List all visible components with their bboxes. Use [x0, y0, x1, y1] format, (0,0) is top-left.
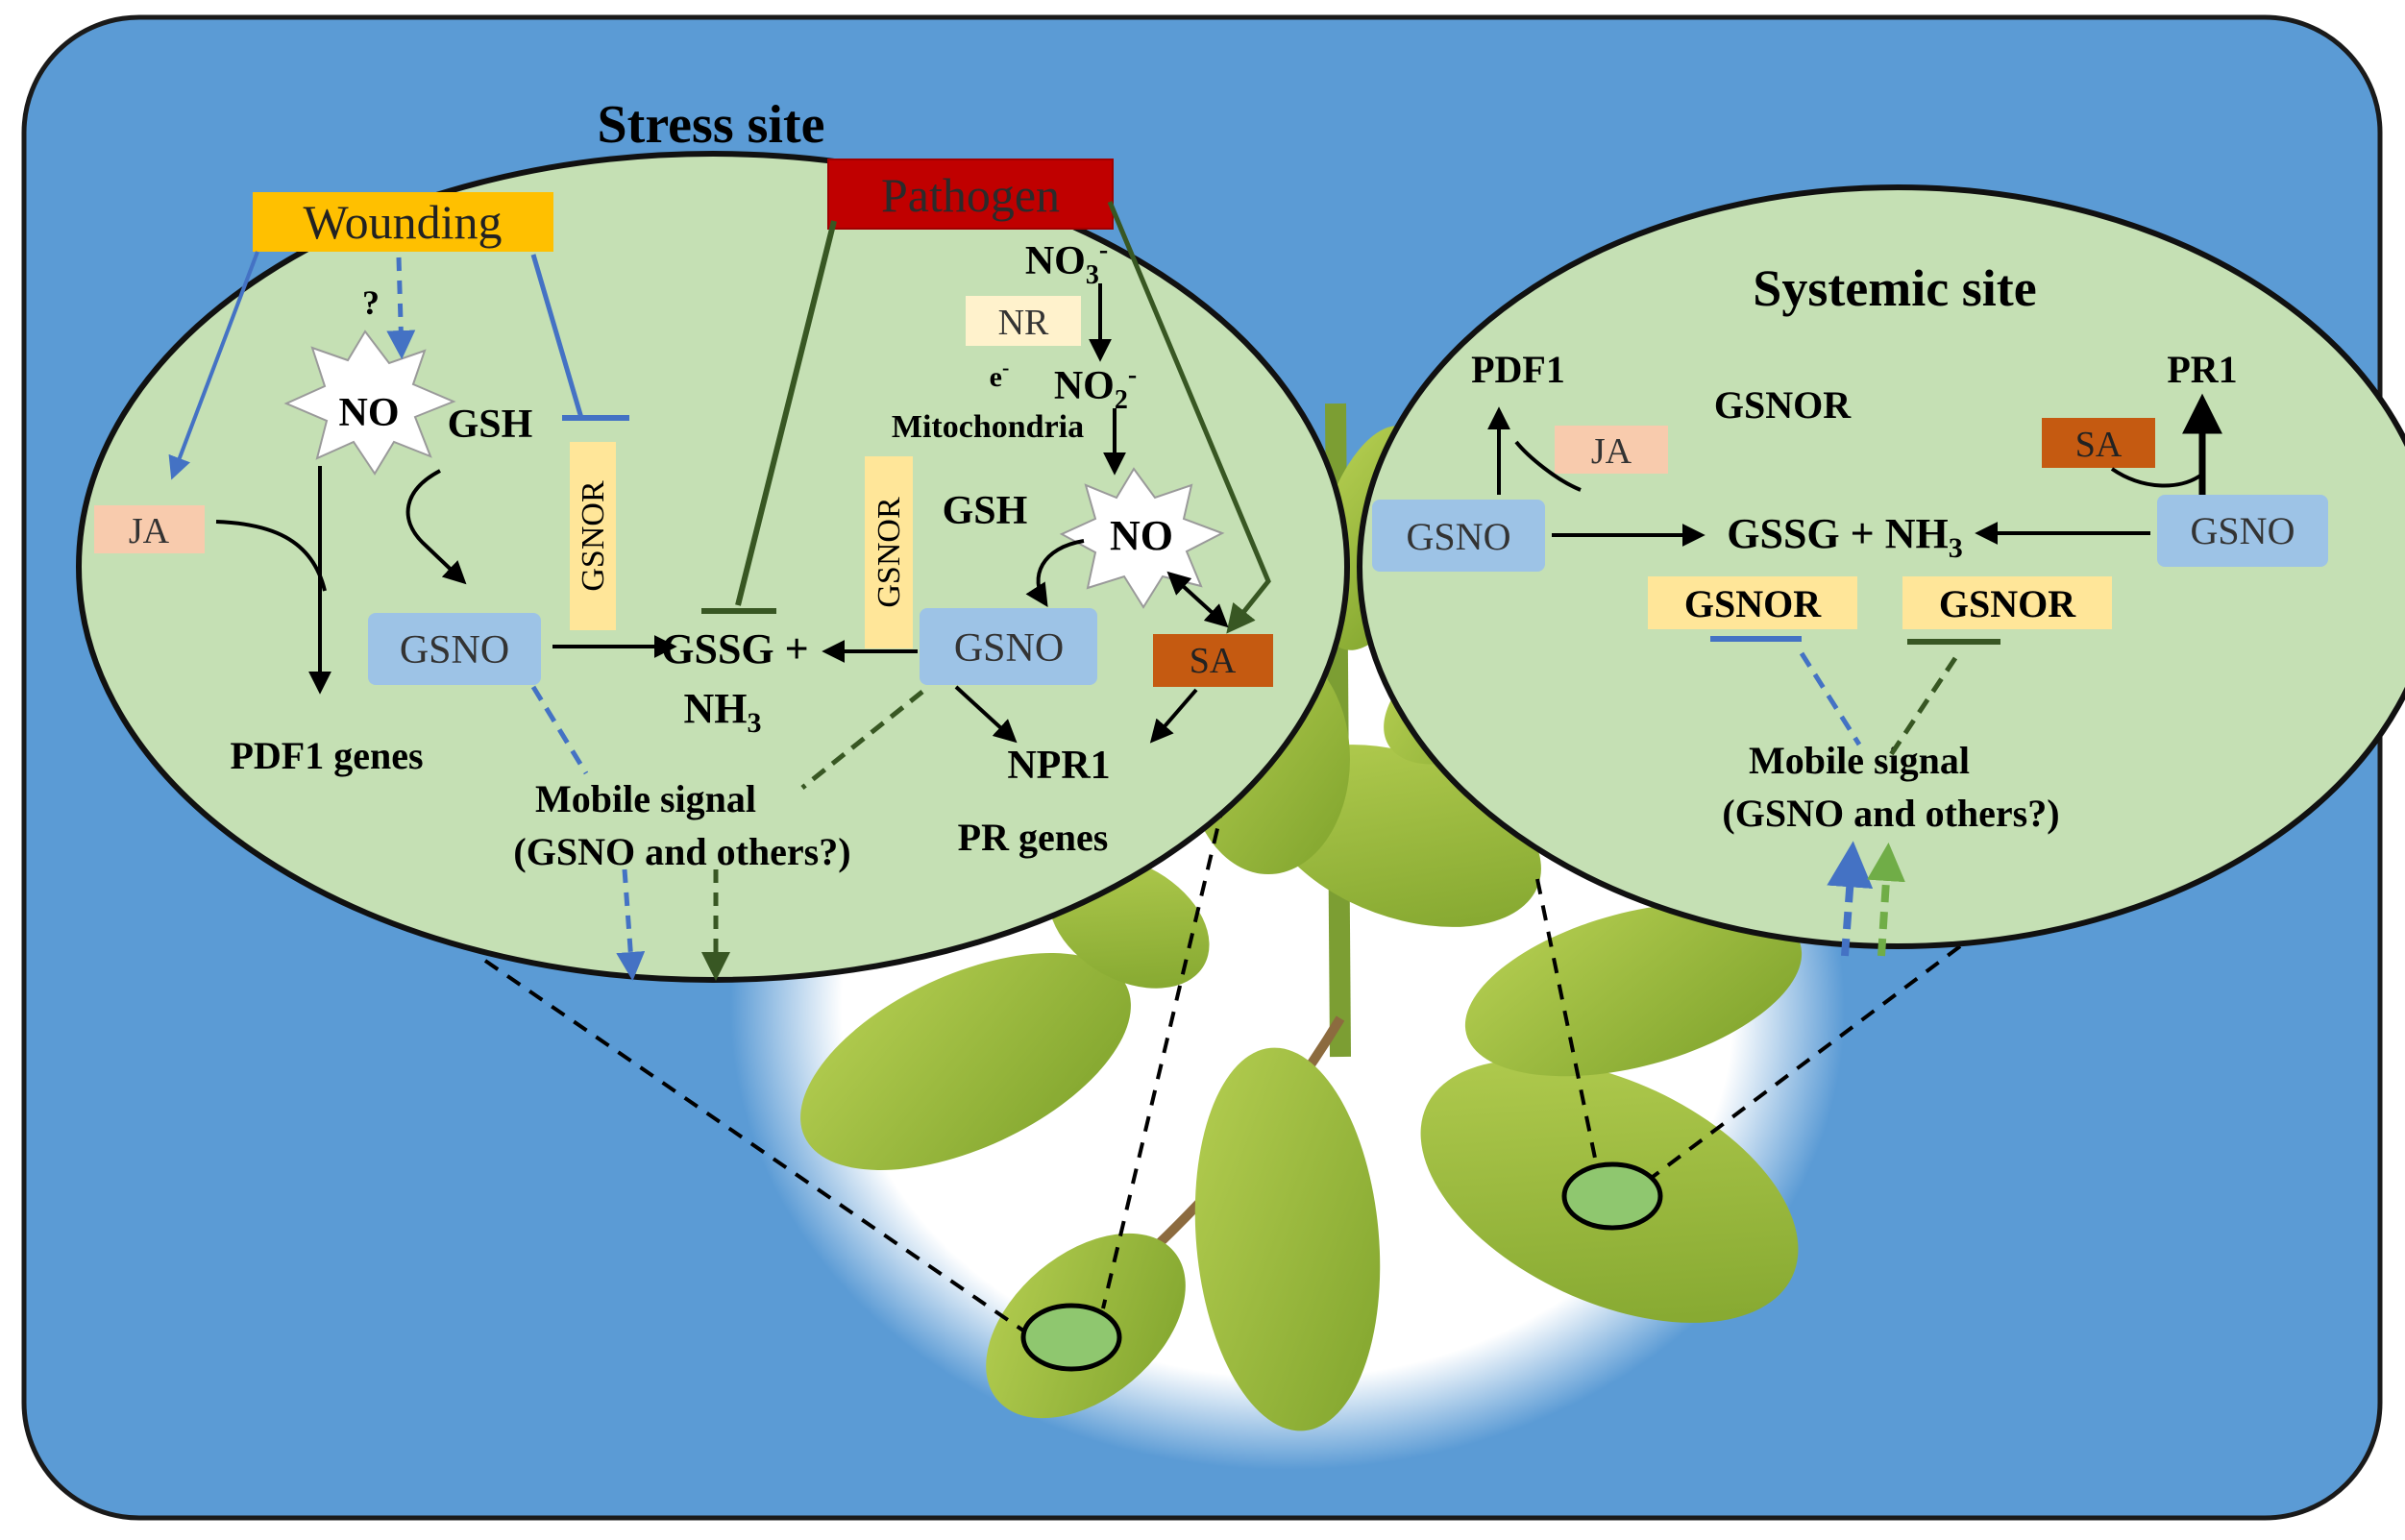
gsno-label-systemic-right: GSNO: [2191, 509, 2295, 552]
no-label-left: NO: [339, 391, 400, 435]
gsh-label-left: GSH: [448, 403, 533, 447]
gsh-label-right: GSH: [943, 489, 1028, 533]
gsno-box-left: [368, 613, 541, 685]
nr-label: NR: [998, 303, 1049, 343]
pathogen-box: [827, 159, 1114, 230]
sa-box-systemic: [2042, 418, 2155, 468]
gsno-label-right: GSNO: [954, 626, 1064, 671]
no2-label: NO2-: [1054, 360, 1137, 415]
stress-arrows: [168, 201, 1271, 981]
nr-box: [966, 296, 1081, 346]
nh3-label: NH3: [684, 685, 762, 739]
gsnor-top-label: GSNOR: [1714, 383, 1852, 427]
no-burst-left: [283, 330, 456, 476]
npr1-label: NPR1: [1007, 744, 1110, 788]
ja-label: JA: [129, 511, 170, 551]
sa-label-stress: SA: [1190, 641, 1237, 681]
gsnor-box-left: [570, 442, 616, 630]
mitochondria-label: Mitochondria: [892, 409, 1084, 445]
sa-label-systemic: SA: [2075, 425, 2123, 465]
gsno-label-left: GSNO: [400, 628, 509, 672]
gsno-box-right: [920, 608, 1097, 685]
question-mark: ?: [362, 283, 380, 322]
no-label-right: NO: [1110, 512, 1173, 559]
leader-lines: [483, 775, 1962, 1332]
no3-label: NO3-: [1025, 235, 1108, 290]
gsnor-label-systemic-left: GSNOR: [1684, 582, 1822, 625]
systemic-arrows: [1487, 393, 2222, 957]
ja-box-systemic: [1555, 426, 1668, 474]
stress-mobile-signal: Mobile signal: [535, 777, 756, 820]
systemic-site-title: Systemic site: [1753, 259, 2036, 317]
stress-mobile-signal-2: (GSNO and others?): [513, 830, 850, 873]
pdf1-label: PDF1: [1471, 348, 1565, 391]
gsnor-box-systemic-right: [1902, 576, 2112, 629]
sa-box-stress: [1153, 634, 1273, 687]
electron-label: e-: [990, 355, 1010, 393]
pdf1-genes-label: PDF1 genes: [230, 734, 423, 777]
gsno-box-systemic-left: [1372, 500, 1545, 572]
systemic-mobile-signal-2: (GSNO and others?): [1722, 792, 2059, 835]
ja-label-systemic: JA: [1591, 431, 1632, 472]
gsnor-label-right: GSNOR: [871, 497, 907, 608]
stress-leaf-spot: [1020, 1303, 1122, 1372]
gsno-box-systemic-right: [2157, 495, 2328, 567]
gsnor-label-left: GSNOR: [576, 480, 611, 592]
pr-genes-label: PR genes: [958, 816, 1109, 859]
gsno-label-systemic-left: GSNO: [1407, 515, 1511, 558]
ja-box: [94, 505, 205, 553]
gsnor-box-systemic-left: [1648, 576, 1857, 629]
systemic-leaf-spot: [1561, 1161, 1663, 1231]
wounding-box: [253, 192, 553, 252]
stress-site-title: Stress site: [598, 95, 825, 155]
gsnor-box-right: [865, 456, 913, 648]
gsnor-label-systemic-right: GSNOR: [1939, 582, 2076, 625]
pathogen-label: Pathogen: [881, 168, 1060, 222]
systemic-gssg-label: GSSG + NH3: [1727, 510, 1962, 564]
systemic-mobile-signal: Mobile signal: [1749, 739, 1970, 782]
pr1-label: PR1: [2167, 348, 2237, 391]
gssg-label: GSSG +: [661, 625, 808, 672]
systemic-site-circle: [1357, 184, 2405, 949]
wounding-label: Wounding: [303, 195, 502, 249]
